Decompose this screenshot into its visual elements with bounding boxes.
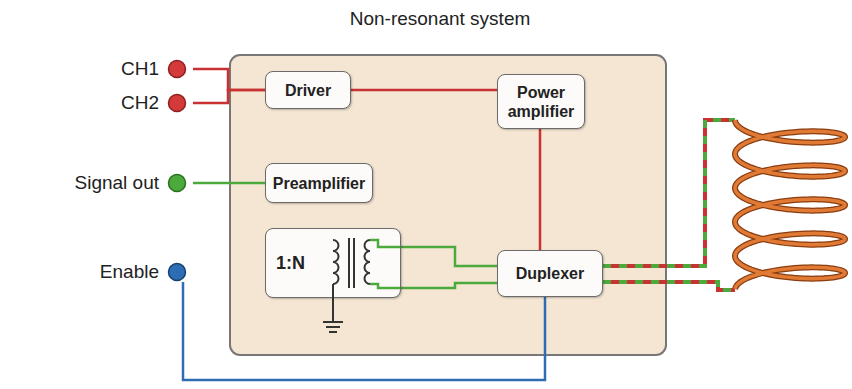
signal-wire	[401, 247, 497, 266]
input-terminal: CH2	[40, 91, 193, 115]
block-label: Preamplifier	[273, 174, 365, 193]
signal-wire	[539, 129, 542, 250]
coil-leads	[603, 120, 735, 290]
terminal-label: CH2	[121, 92, 159, 114]
block-label: 1:N	[276, 254, 305, 273]
terminal-circle	[167, 262, 187, 282]
terminal-circle	[167, 93, 187, 113]
terminal-label: Signal out	[74, 172, 159, 194]
transformer-box: 1:N	[265, 228, 401, 298]
signal-wire	[351, 89, 497, 92]
duplexer-box: Duplexer	[497, 250, 603, 297]
signal-wire	[193, 90, 265, 103]
terminal-label: CH1	[121, 58, 159, 80]
title: Non-resonant system	[0, 8, 852, 30]
block-label: Duplexer	[516, 264, 584, 283]
block-label: Driver	[285, 81, 331, 100]
preamplifier-box: Preamplifier	[265, 163, 373, 203]
signal-wire	[193, 182, 265, 185]
input-terminal: CH1	[40, 57, 193, 81]
amplifier-box: Power amplifier	[497, 74, 585, 129]
terminal-circle	[167, 59, 187, 79]
signal-wire	[193, 69, 265, 90]
enable-terminal: Enable	[20, 260, 193, 284]
coil	[735, 120, 845, 289]
output-terminal: Signal out	[20, 171, 193, 195]
block-label: Power amplifier	[504, 83, 578, 121]
signal-wire	[401, 283, 497, 288]
terminal-circle	[167, 173, 187, 193]
driver-box: Driver	[265, 71, 351, 109]
housing	[230, 55, 666, 355]
terminal-label: Enable	[100, 261, 159, 283]
